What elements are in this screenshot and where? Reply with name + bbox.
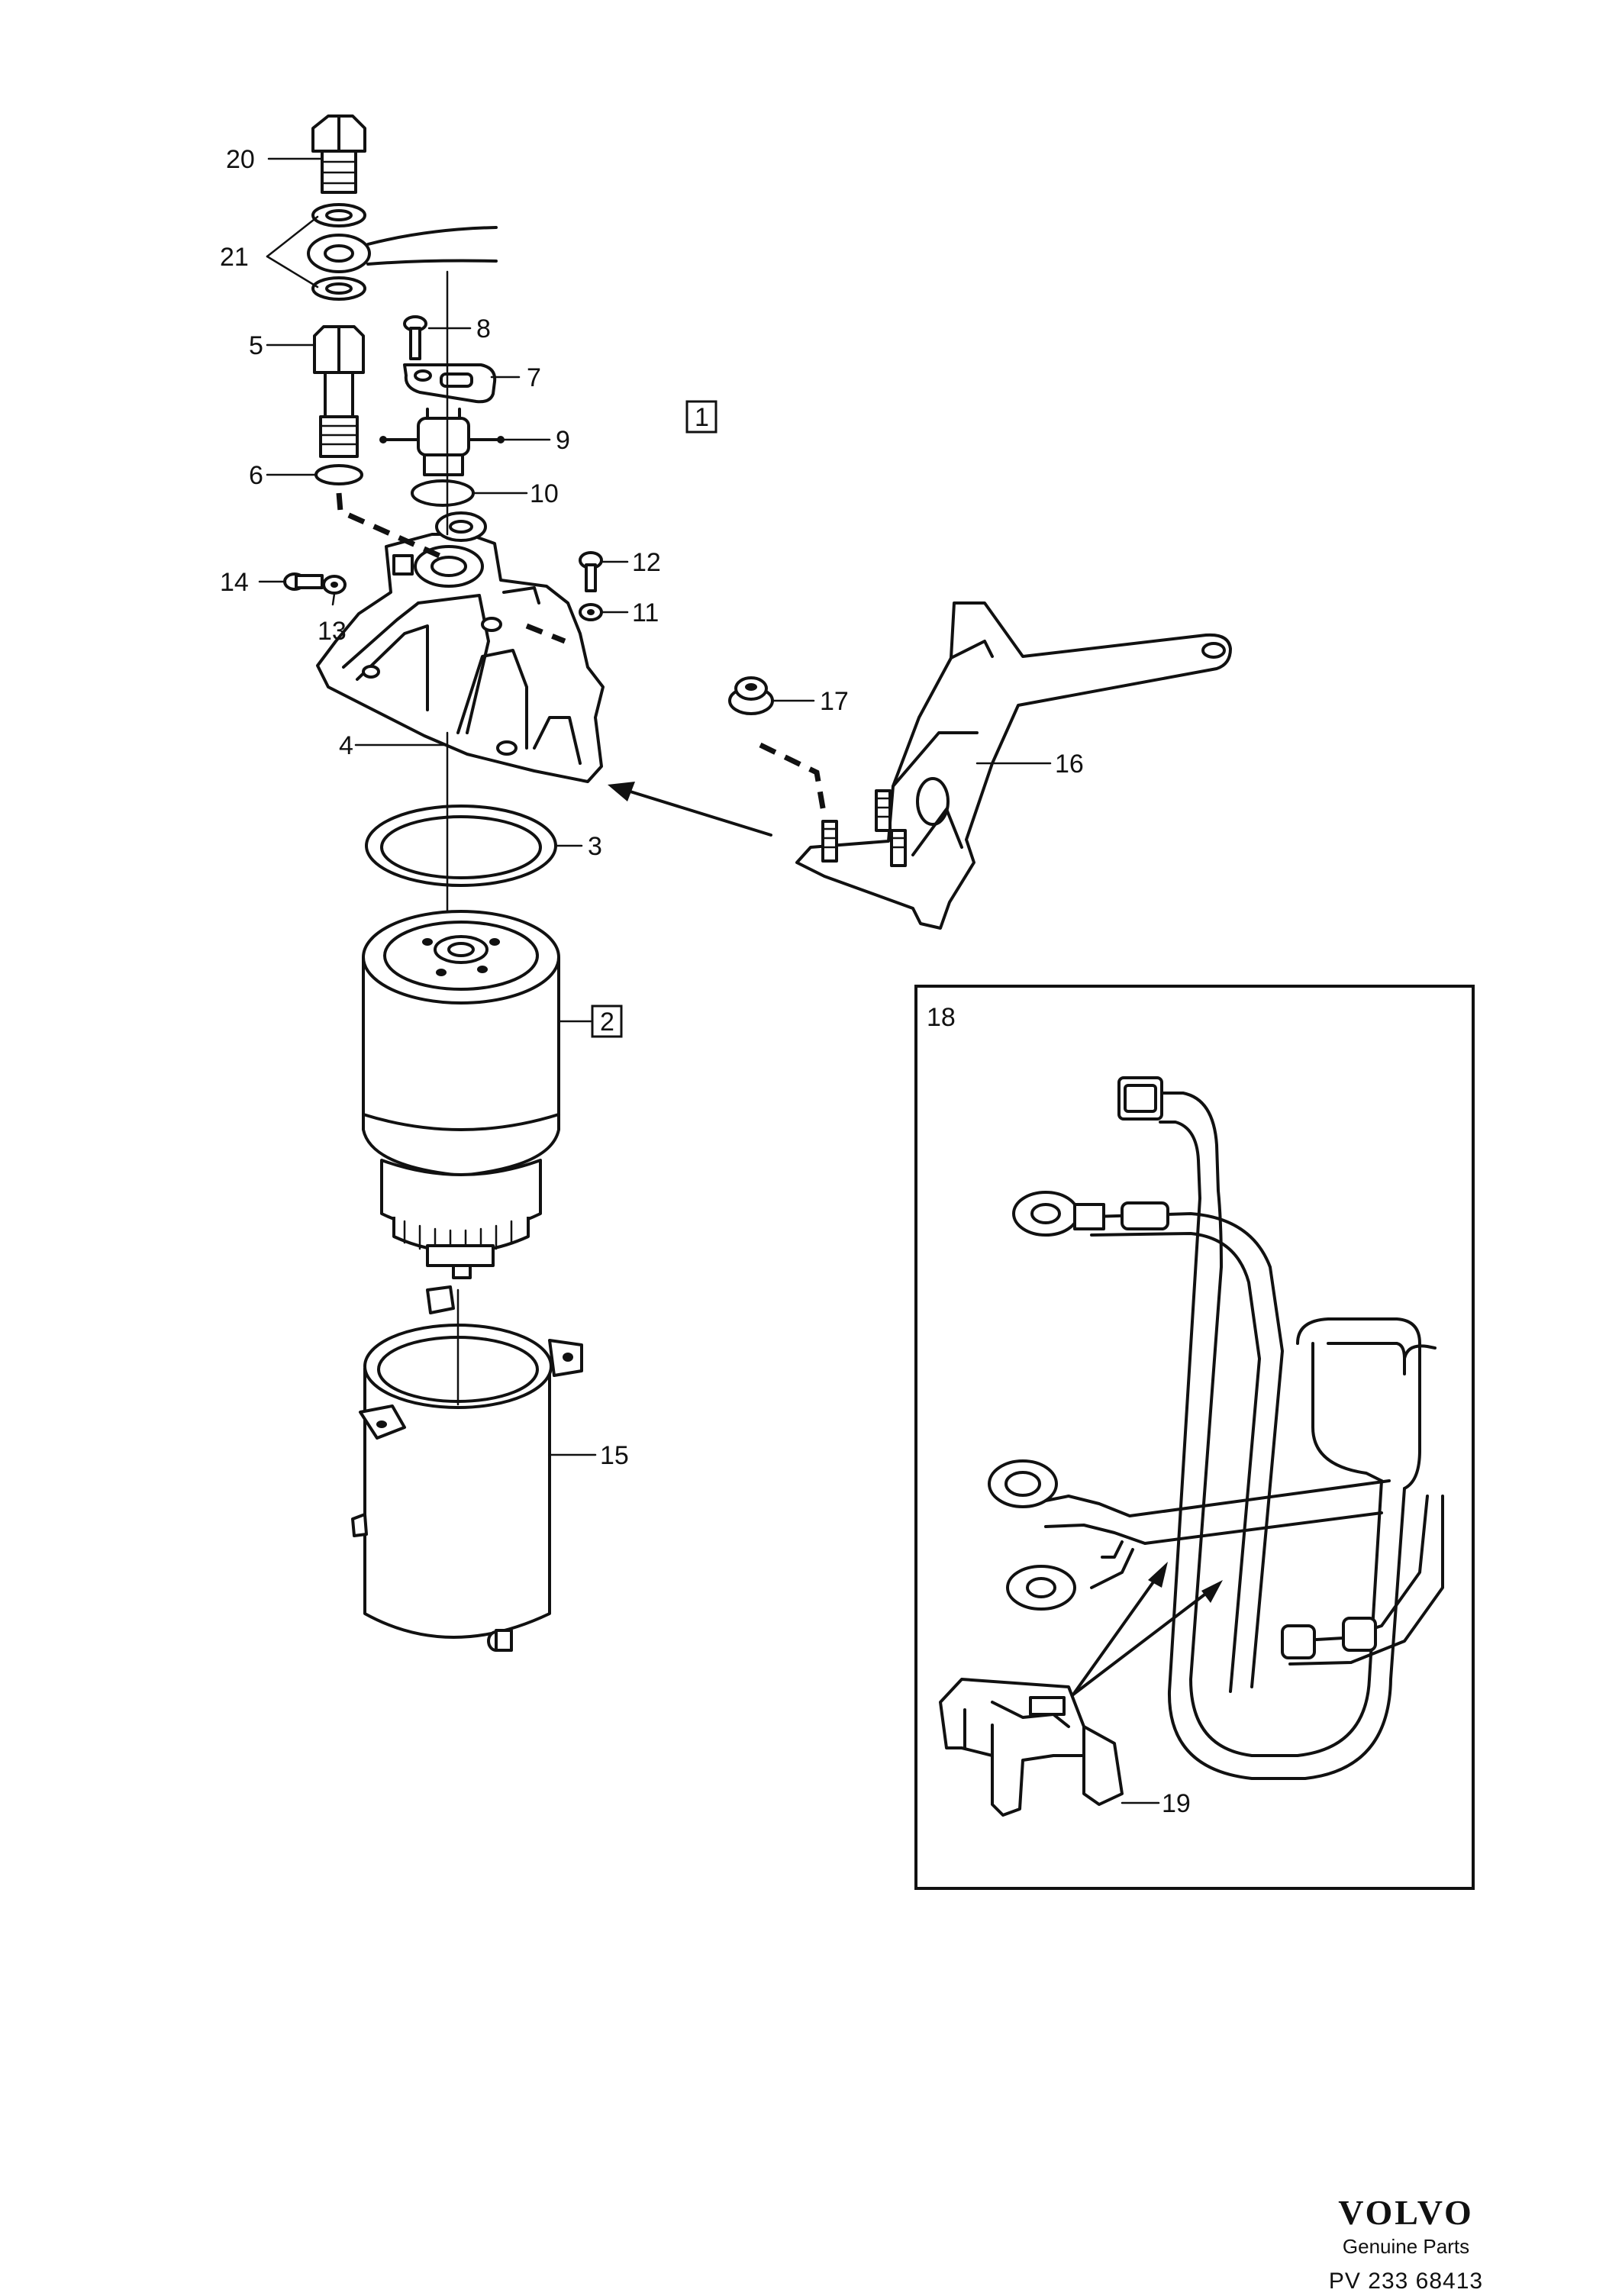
callout-15: 15 [600, 1441, 629, 1470]
callout-6: 6 [249, 461, 263, 490]
fitting-part [313, 325, 365, 458]
mounting-bracket-part [795, 601, 1232, 930]
banjo-bolt-part [311, 114, 366, 194]
nut-part [728, 676, 774, 715]
callout-1: 1 [695, 403, 709, 432]
screw-part [403, 315, 427, 360]
callout-3: 3 [588, 832, 602, 861]
callout-10: 10 [530, 479, 559, 508]
screw-and-washer-part-right [579, 551, 603, 621]
callout-12: 12 [632, 548, 661, 577]
callout-21: 21 [220, 243, 249, 272]
seal-ring-part [314, 464, 363, 485]
genuine-parts-text: Genuine Parts [1343, 2235, 1469, 2258]
footer-branding: VOLVO Genuine Parts PV 233 68413 [1329, 2193, 1483, 2294]
assembly-arrow [608, 782, 772, 837]
callout-18: 18 [927, 1003, 956, 1032]
callout-14: 14 [220, 568, 249, 597]
callout-16: 16 [1055, 750, 1084, 779]
filter-seal-ring-part [365, 805, 557, 887]
volvo-logo: VOLVO [1338, 2193, 1474, 2232]
callout-8: 8 [476, 314, 491, 343]
callout-11: 11 [632, 598, 659, 627]
fuel-filter-part [362, 910, 560, 1279]
filter-housing-part [316, 511, 605, 783]
callout-19: 19 [1162, 1789, 1191, 1818]
callout-4: 4 [339, 731, 353, 760]
callout-5: 5 [249, 331, 263, 360]
o-ring-part [411, 479, 475, 507]
callout-13: 13 [318, 617, 347, 646]
inset-box [914, 985, 1475, 1890]
callout-7: 7 [527, 363, 541, 392]
callout-labels: 20 21 5 8 7 9 6 10 12 14 11 13 4 17 16 3… [220, 145, 1191, 1818]
callout-9: 9 [556, 426, 570, 455]
callout-2: 2 [600, 1008, 614, 1037]
catalog-code: PV 233 68413 [1329, 2269, 1483, 2294]
callout-leaders [258, 157, 1160, 1804]
valve-part [379, 408, 505, 476]
screw-and-washer-part [283, 572, 347, 595]
callout-17: 17 [820, 687, 849, 716]
callout-20: 20 [226, 145, 255, 174]
filter-bowl-part [351, 1285, 583, 1652]
washer-banjo-set-part [307, 203, 498, 301]
